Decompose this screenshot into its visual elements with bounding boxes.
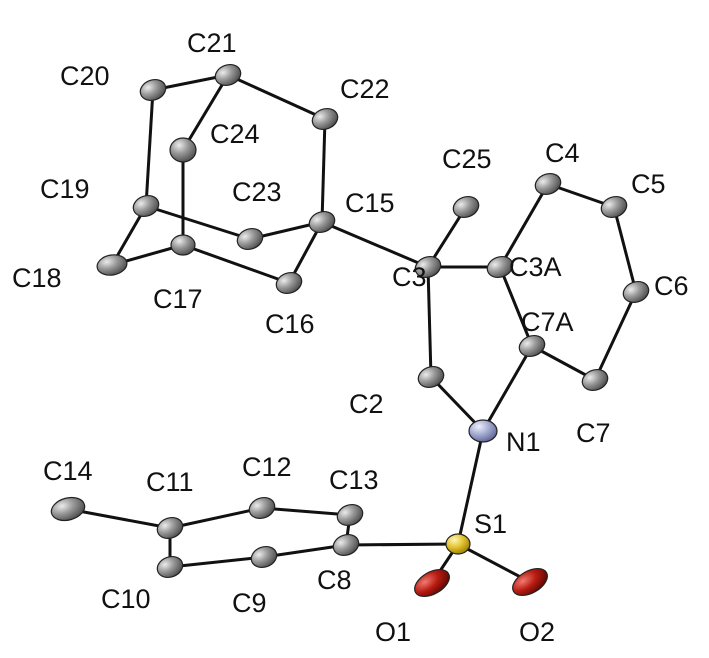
bond-c9-c10 — [168, 555, 266, 569]
bond-c17-c16 — [181, 243, 291, 285]
bond-c11-c14 — [66, 507, 172, 530]
bond-c21-c22 — [226, 73, 327, 121]
atom-label-o1: O1 — [375, 617, 411, 647]
bond-c3a-c7a — [498, 265, 534, 348]
atom-c10 — [156, 556, 184, 578]
atom-c3a — [486, 256, 514, 278]
atom-label-c8: C8 — [317, 565, 352, 595]
atom-label-c10: C10 — [101, 584, 151, 614]
atom-label-c7: C7 — [576, 418, 611, 448]
atom-c16 — [275, 272, 303, 294]
atom-c8 — [332, 534, 360, 556]
atom-c4 — [534, 173, 562, 195]
atom-c19 — [132, 195, 160, 217]
atom-o1 — [414, 568, 450, 598]
atom-label-c5: C5 — [631, 169, 666, 199]
atom-c22 — [311, 108, 339, 130]
atom-c23 — [236, 228, 264, 250]
bond-s1-o2 — [456, 542, 532, 584]
atom-c2 — [417, 366, 445, 388]
atom-label-s1: S1 — [474, 509, 507, 539]
bond-s1-c8 — [344, 542, 460, 547]
atom-s1 — [445, 533, 471, 555]
bond-c21-c24 — [181, 73, 230, 152]
bond-c12-c13 — [260, 506, 352, 517]
atom-label-c3: C3 — [392, 262, 427, 292]
atom-label-c22: C22 — [340, 74, 390, 104]
atom-label-c14: C14 — [43, 456, 93, 486]
bond-c8-c9 — [262, 543, 348, 559]
bond-c11-c12 — [168, 506, 264, 530]
atom-c9 — [250, 546, 278, 568]
bond-c6-c7 — [593, 290, 638, 382]
bond-c3a-c4 — [498, 182, 550, 269]
atom-c20 — [139, 79, 167, 101]
atom-c13 — [336, 504, 364, 526]
atom-c11 — [156, 517, 184, 539]
atom-label-c25: C25 — [442, 144, 492, 174]
bond-c20-c19 — [144, 88, 155, 208]
atom-label-c11: C11 — [146, 467, 194, 497]
atom-c21 — [214, 64, 242, 86]
atom-c24 — [169, 137, 197, 163]
atom-label-n1: N1 — [506, 427, 541, 457]
atom-c14 — [50, 496, 86, 522]
atom-c6 — [622, 281, 650, 303]
atom-label-c15: C15 — [345, 188, 395, 218]
atom-label-c12: C12 — [242, 452, 292, 482]
bond-n1-s1 — [456, 429, 485, 546]
atom-label-c20: C20 — [60, 61, 110, 91]
atom-c7a — [518, 335, 546, 357]
atom-c15 — [308, 211, 336, 233]
atom-label-c23: C23 — [232, 177, 282, 207]
atom-label-c2: C2 — [349, 389, 384, 419]
bond-c5-c6 — [612, 205, 638, 294]
atom-label-c19: C19 — [40, 174, 90, 204]
atom-c12 — [248, 497, 276, 519]
atom-c18 — [96, 254, 128, 276]
bond-c22-c15 — [320, 117, 327, 224]
bond-c7a-n1 — [481, 344, 534, 433]
atom-label-c9: C9 — [232, 588, 267, 618]
atom-n1 — [468, 419, 498, 443]
atom-label-c6: C6 — [654, 271, 689, 301]
atom-label-c17: C17 — [153, 284, 203, 314]
bond-c7-c7a — [530, 344, 597, 382]
atom-label-c13: C13 — [329, 465, 379, 495]
bond-c3-c2 — [426, 265, 433, 379]
atom-c3 — [414, 256, 442, 278]
atom-label-o2: O2 — [519, 617, 555, 647]
atom-label-c7a: C7A — [521, 307, 574, 337]
atom-c5 — [600, 196, 628, 218]
atom-c25 — [452, 196, 480, 218]
atom-label-c18: C18 — [12, 263, 62, 293]
atom-label-c4: C4 — [545, 138, 580, 168]
bond-c15-c3 — [320, 220, 430, 269]
atom-label-c21: C21 — [187, 28, 237, 58]
bond-c19-c23 — [144, 204, 252, 241]
atom-label-c16: C16 — [265, 309, 315, 339]
atom-o2 — [512, 567, 548, 597]
atom-label-c3a: C3A — [509, 252, 562, 282]
atom-c17 — [170, 234, 196, 256]
atom-c7 — [581, 369, 609, 391]
atoms-layer — [50, 64, 650, 598]
atom-label-c24: C24 — [210, 119, 260, 149]
